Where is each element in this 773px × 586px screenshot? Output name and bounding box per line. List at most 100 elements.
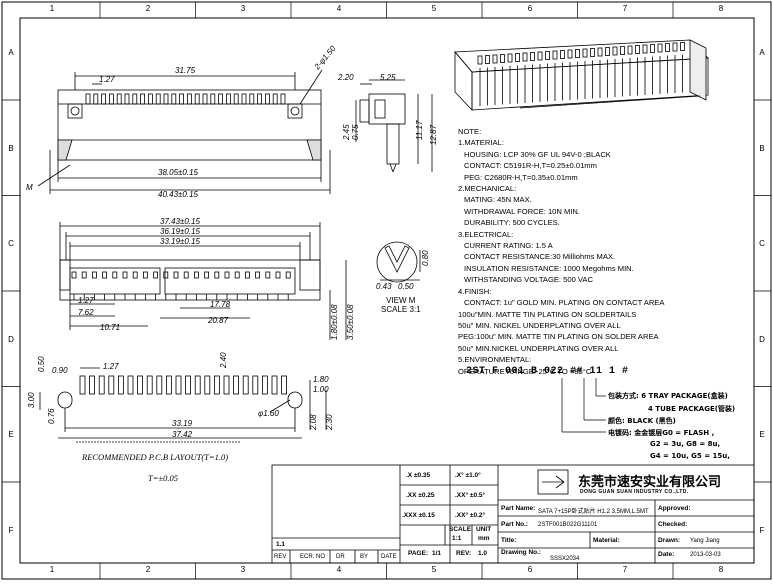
grid-row-E-left: E bbox=[8, 430, 13, 439]
isometric-view bbox=[454, 39, 709, 112]
dim-front-p5: 20.87 bbox=[207, 316, 229, 325]
page-value: 1/1 bbox=[432, 550, 442, 557]
dim-top-pitch: 1.27 bbox=[99, 75, 115, 84]
grid-row-D-left: D bbox=[8, 335, 14, 344]
date-value: 2013-03-03 bbox=[690, 552, 721, 558]
unit-value: mm bbox=[478, 535, 490, 542]
note-line-2: HOUSING: LCP 30% GF UL 94V-0 ;BLACK bbox=[464, 149, 611, 159]
part-code-leaders bbox=[561, 378, 606, 433]
drawing-no-label: Drawing No.: bbox=[501, 549, 542, 556]
dim-front-w2: 36.19±0.15 bbox=[160, 227, 201, 236]
grid-col-7-top: 7 bbox=[623, 4, 628, 13]
grid-col-4-bottom: 4 bbox=[337, 565, 342, 574]
part-no-label: Part No.: bbox=[501, 521, 529, 528]
dim-pcb-d3: 2.40 bbox=[219, 352, 228, 369]
dim-pcb-d7: 37.42 bbox=[172, 430, 193, 439]
view-m-caption: VIEW M SCALE 3:1 bbox=[381, 296, 421, 314]
dim-side-d5: 11.17 bbox=[415, 120, 424, 140]
rev-col-ecr: ECR. NO bbox=[300, 554, 326, 560]
option-plating-2: G2 = 3u, G8 = 8u, bbox=[650, 440, 721, 448]
note-line-7: WITHDRAWAL FORCE: 10N MIN. bbox=[464, 206, 581, 216]
dim-top-mark: M bbox=[26, 183, 33, 192]
view-m-scale: SCALE 3:1 bbox=[381, 305, 421, 314]
approved-label: Approved: bbox=[658, 505, 691, 512]
rev-row: 1.1 bbox=[276, 541, 286, 548]
dim-pcb-d1: 0.50 bbox=[37, 356, 46, 372]
dim-pcb-d10: φ1.60 bbox=[258, 409, 279, 418]
rev-col-dr: DR bbox=[336, 554, 345, 560]
grid-row-C-left: C bbox=[8, 239, 14, 248]
grid-col-7-bottom: 7 bbox=[623, 565, 628, 574]
note-line-12: INSULATION RESISTANCE: 1000 Megohms MIN. bbox=[464, 263, 634, 273]
part-no-value: 2STF001B022G11101 bbox=[538, 522, 598, 528]
unit-label: UNIT bbox=[476, 526, 492, 533]
grid-row-D-right: D bbox=[759, 335, 765, 344]
rev-value: 1.0 bbox=[478, 550, 488, 557]
view-m-detail bbox=[376, 241, 421, 283]
note-line-15: CONTACT: 1u" GOLD MIN. PLATING ON CONTAC… bbox=[464, 298, 665, 308]
page-label: PAGE: bbox=[408, 550, 429, 557]
note-line-9: 3.ELECTRICAL: bbox=[458, 229, 514, 239]
option-packaging: 包装方式: 6 TRAY PACKAGE(盒装) bbox=[608, 392, 728, 400]
scale-label: SCALE bbox=[449, 526, 472, 533]
pcb-tolerance: T=±0.05 bbox=[148, 473, 179, 483]
note-line-21: OPERATURE RANGE:-25°C TO +85°C bbox=[458, 366, 592, 376]
grid-row-B-right: B bbox=[759, 144, 764, 153]
grid-col-8-bottom: 8 bbox=[719, 565, 724, 574]
grid-col-4-top: 4 bbox=[337, 4, 342, 13]
grid-col-2-bottom: 2 bbox=[146, 565, 151, 574]
note-line-4: PEG: C2680R-H,T=0.35±0.01mm bbox=[464, 172, 578, 182]
tol-angle-3: .XX° ±0.2° bbox=[455, 512, 486, 519]
grid-col-3-bottom: 3 bbox=[241, 565, 246, 574]
dim-front-h1: 1.80±0.08 bbox=[330, 304, 339, 340]
note-line-11: CONTACT RESISTANCE:30 Milliohms MAX. bbox=[464, 252, 616, 262]
tol-angle-1: .X° ±1.0° bbox=[455, 472, 481, 479]
rev-col-date: DATE bbox=[381, 554, 397, 560]
dim-view-m-d1: 0.43 bbox=[376, 282, 392, 291]
note-line-5: 2.MECHANICAL: bbox=[458, 184, 517, 194]
grid-row-A-left: A bbox=[8, 48, 14, 57]
top-view-body bbox=[57, 89, 322, 161]
note-line-3: CONTACT: C5191R-H,T=0.25±0.01mm bbox=[464, 161, 597, 171]
dim-pcb-d5: 0.76 bbox=[47, 408, 56, 424]
dim-front-h2: 3.50±0.08 bbox=[346, 304, 355, 340]
company-name-en: DONG GUAN SUAN INDUSTRY CO.,LTD. bbox=[580, 489, 689, 495]
drawn-label: Drawn: bbox=[658, 537, 681, 544]
tol-x: .X ±0.35 bbox=[406, 472, 431, 479]
option-plating-3: G4 = 10u, G5 = 15u, bbox=[650, 452, 730, 460]
grid-row-C-right: C bbox=[759, 239, 765, 248]
grid-row-B-left: B bbox=[8, 144, 13, 153]
dim-front-p1: 1.27 bbox=[78, 296, 94, 305]
material-label: Material: bbox=[593, 537, 620, 544]
note-line-14: 4.FINISH: bbox=[458, 286, 492, 296]
option-packaging-2: 4 TUBE PACKAGE(管装) bbox=[648, 405, 736, 413]
dim-side-d3: 2.45 bbox=[342, 124, 351, 141]
title-label: Title: bbox=[501, 537, 517, 544]
grid-row-F-left: F bbox=[9, 526, 14, 535]
dim-pcb-d11: 2.08 bbox=[309, 414, 318, 431]
dim-pcb-p1: 1.27 bbox=[103, 362, 119, 371]
rev-col-by: BY bbox=[360, 554, 369, 560]
dim-side-d1: 2.20 bbox=[337, 73, 354, 82]
dim-side-d2: 5.25 bbox=[380, 73, 396, 82]
pcb-layout bbox=[39, 367, 327, 443]
grid-col-5-bottom: 5 bbox=[432, 565, 437, 574]
rev-col-rev: REV bbox=[274, 554, 287, 560]
tol-xx: .XX ±0.25 bbox=[406, 492, 435, 499]
tol-angle-2: .XX° ±0.5° bbox=[455, 492, 486, 499]
note-line-16: 100u"MIN. MATTE TIN PLATING ON SOLDERTAI… bbox=[458, 309, 637, 319]
dim-side-d4: 0.75 bbox=[351, 124, 360, 140]
title-block-grid bbox=[271, 464, 755, 564]
dim-top-hole: 2-φ1.50 bbox=[312, 44, 338, 72]
top-view bbox=[37, 69, 331, 194]
checked-label: Checked: bbox=[658, 521, 688, 528]
dim-view-m-d2: 0.50 bbox=[398, 282, 414, 291]
drawn-value: Yang Jiang bbox=[690, 538, 720, 544]
dim-front-p4: 17.78 bbox=[210, 300, 231, 309]
scale-value: 1:1 bbox=[452, 535, 462, 542]
option-color: 颜色: BLACK (黑色) bbox=[608, 417, 676, 425]
